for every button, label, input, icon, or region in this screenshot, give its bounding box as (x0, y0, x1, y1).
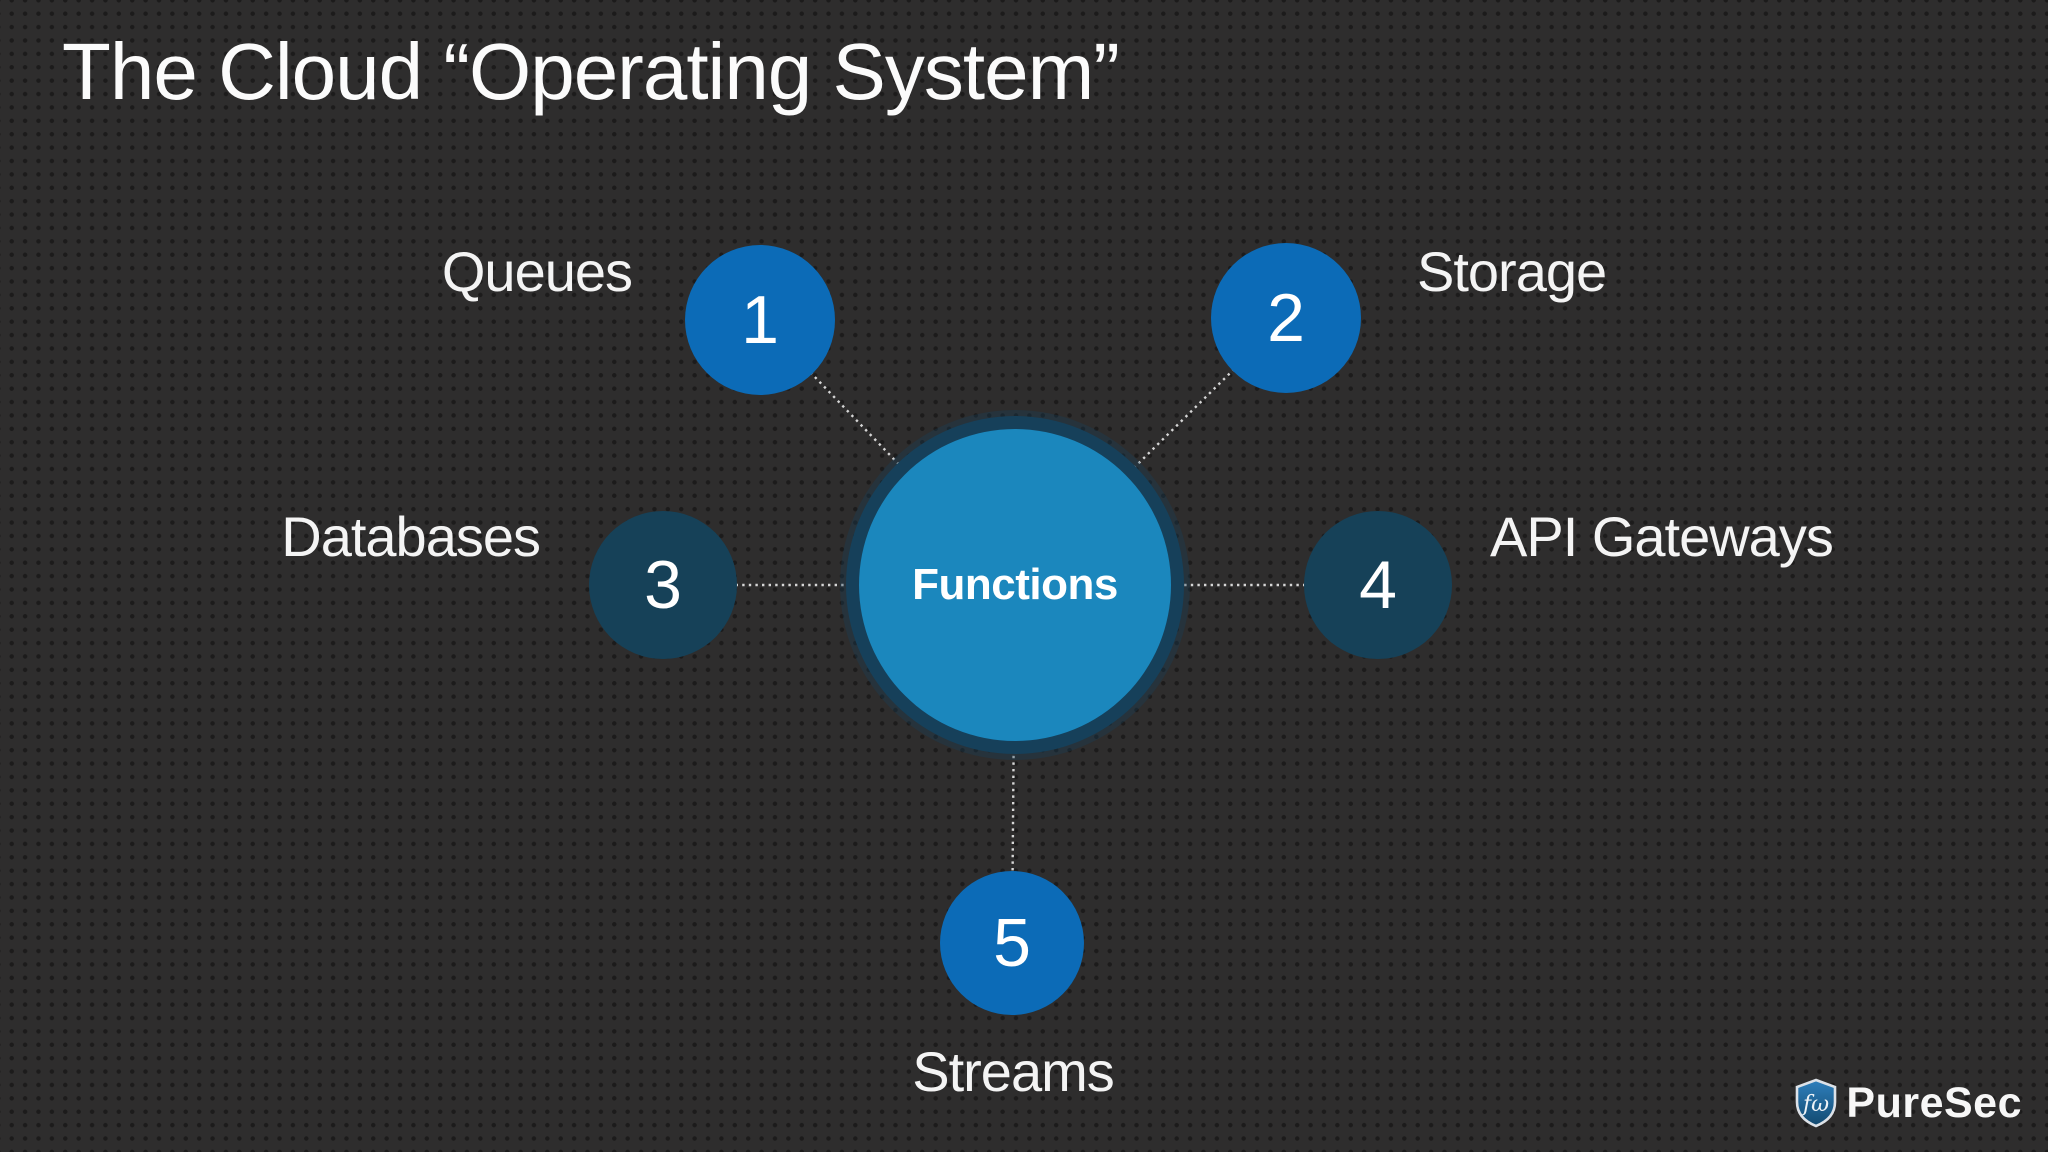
node-number-databases: 3 (644, 547, 682, 623)
functions-label: Functions (912, 560, 1118, 609)
puresec-logo: fω PureSec (1793, 1078, 2022, 1128)
label-streams: Streams (912, 1040, 1114, 1103)
node-number-queues: 1 (741, 282, 779, 358)
functions-center-circle: Functions (859, 429, 1171, 741)
node-circle-queues: 1 (685, 245, 835, 395)
node-circle-api-gateways: 4 (1304, 511, 1452, 659)
puresec-shield-icon: fω (1796, 1078, 1837, 1128)
node-number-streams: 5 (993, 905, 1031, 981)
label-storage: Storage (1417, 240, 1607, 303)
label-queues: Queues (441, 240, 633, 303)
label-databases: Databases (281, 505, 541, 568)
node-circle-storage: 2 (1211, 243, 1361, 393)
node-circle-streams: 5 (940, 871, 1084, 1015)
node-number-storage: 2 (1267, 280, 1305, 356)
puresec-wordmark: PureSec (1846, 1078, 2022, 1127)
label-api-gateways: API Gateways (1490, 505, 1834, 568)
node-circle-databases: 3 (589, 511, 737, 659)
node-number-api-gateways: 4 (1359, 547, 1397, 623)
slide-title: The Cloud “Operating System” (62, 27, 1120, 116)
svg-text:fω: fω (1801, 1092, 1829, 1117)
